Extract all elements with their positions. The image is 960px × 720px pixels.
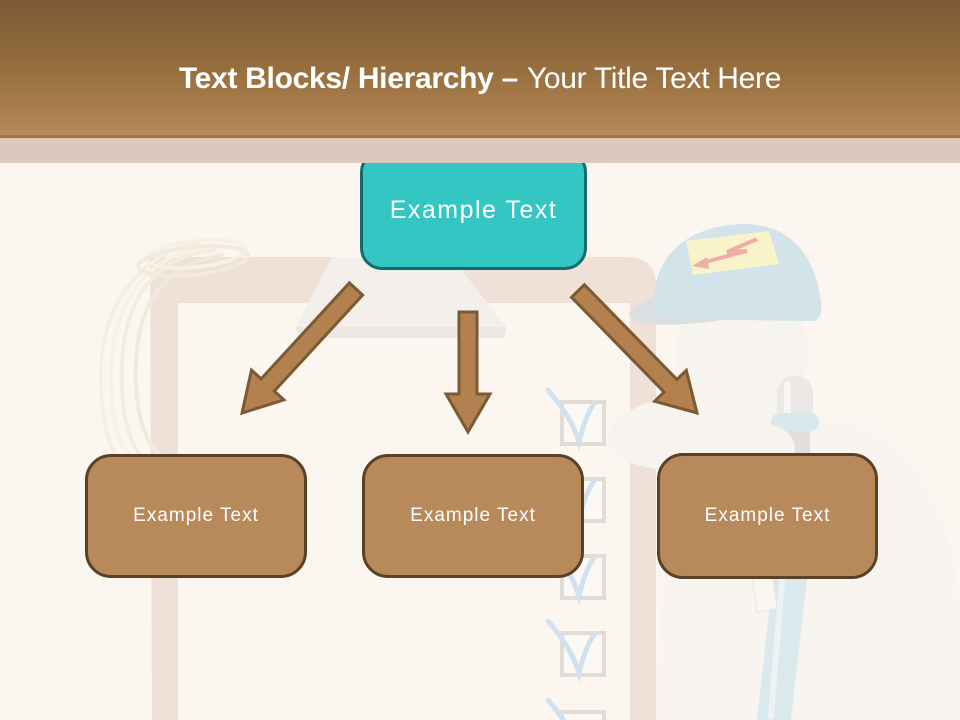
arrow-down-icon[interactable] [443,310,493,435]
child-text-block-2[interactable]: Example Text [362,454,584,578]
slide-title-secondary: Your Title Text Here [526,61,782,95]
arrow-down-left-icon[interactable] [239,280,365,416]
child-text-block-3-label: Example Text [704,505,831,526]
title-bar: Text Blocks/ Hierarchy –Your Title Text … [0,0,960,138]
root-text-block-label: Example Text [389,195,558,224]
title-bar-strip [0,138,960,163]
slide-title[interactable]: Text Blocks/ Hierarchy –Your Title Text … [178,40,782,96]
slide-title-primary: Text Blocks/ Hierarchy – [178,61,518,95]
child-text-block-2-label: Example Text [410,505,536,526]
arrow-down-right-icon[interactable] [569,282,700,416]
child-text-block-1-label: Example Text [133,505,259,526]
child-text-block-3[interactable]: Example Text [657,453,878,579]
child-text-block-1[interactable]: Example Text [85,454,307,578]
root-text-block[interactable]: Example Text [360,150,587,270]
